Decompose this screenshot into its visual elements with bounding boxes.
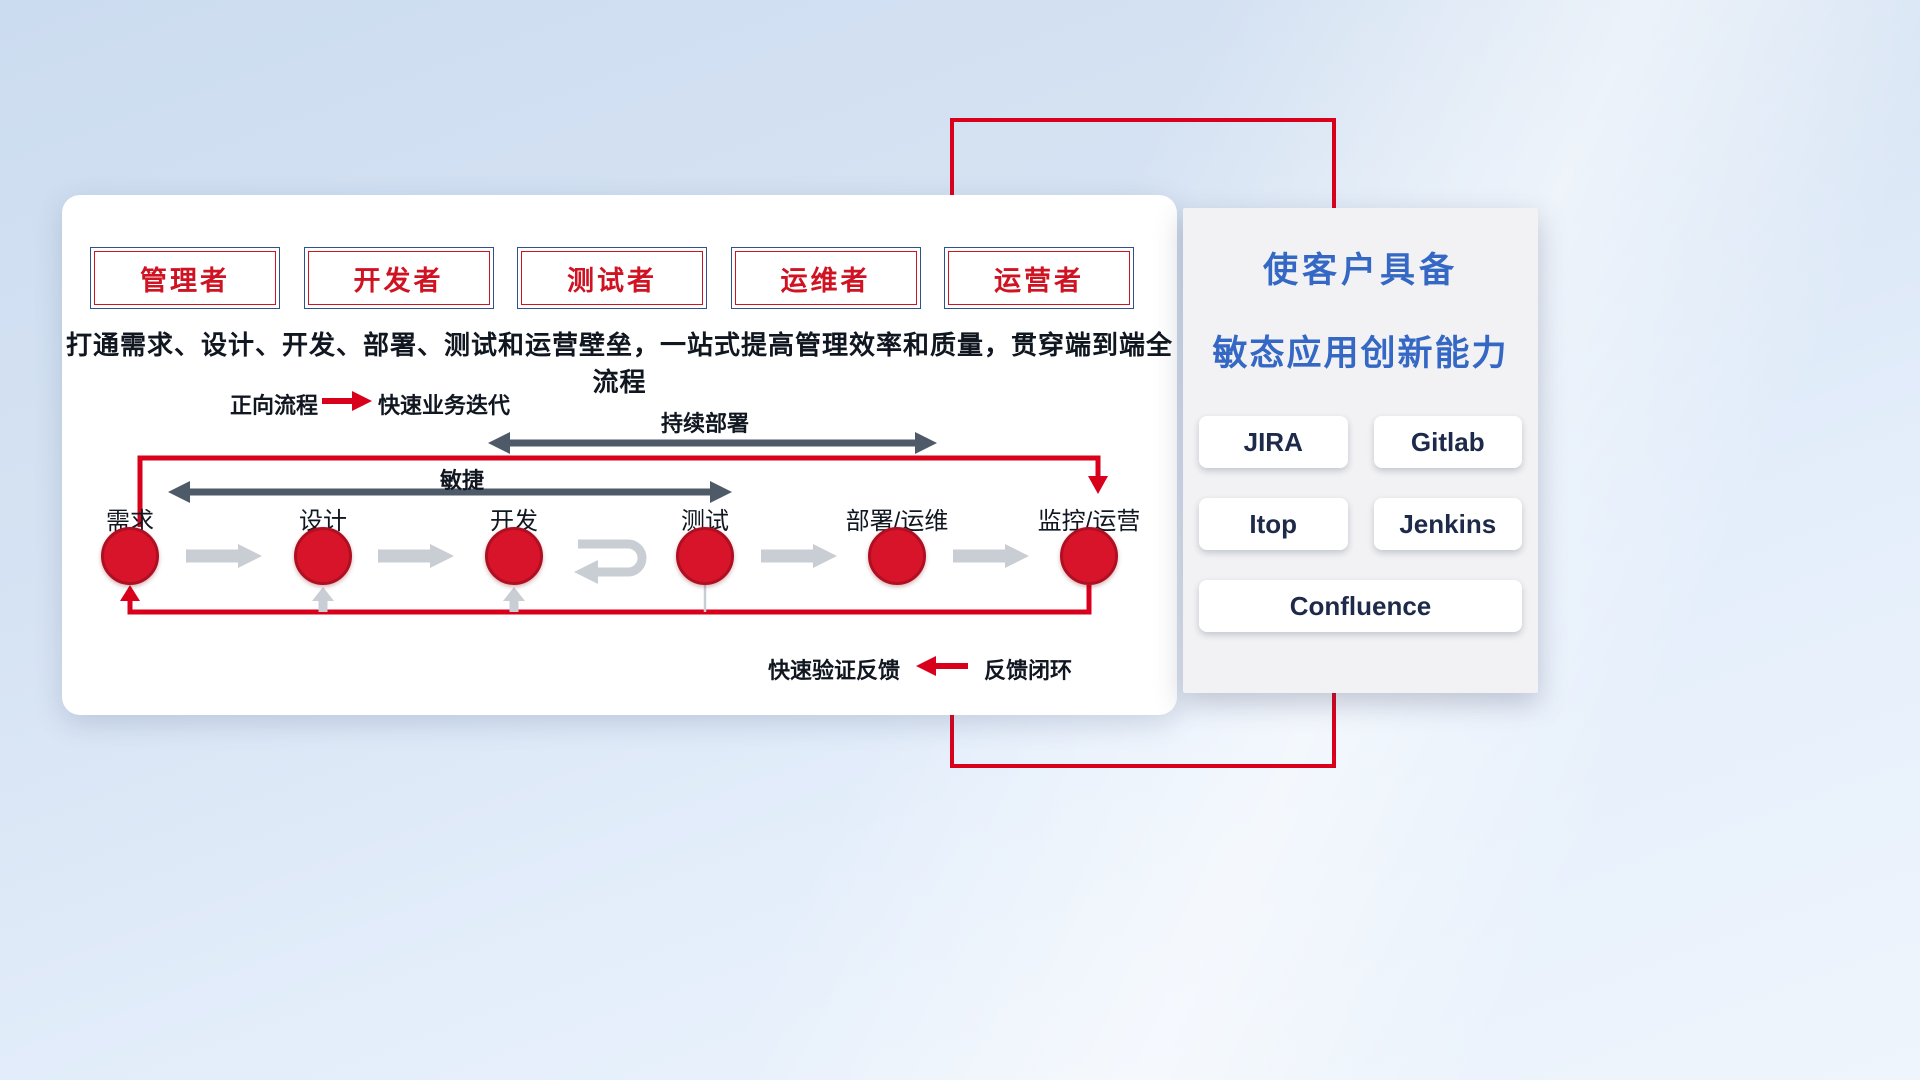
node-requirements [101,527,159,585]
tool-jenkins: Jenkins [1373,498,1522,550]
role-box-manager: 管理者 [90,247,280,309]
node-testing [676,527,734,585]
feedback-fast-label: 快速验证反馈 [768,658,901,683]
process-subtitle: 打通需求、设计、开发、部署、测试和运营壁垒，一站式提高管理效率和质量，贯穿端到端… [65,330,1173,397]
panel-title-line2: 敏态应用创新能力 [1212,334,1509,373]
agile-arrow [168,481,732,503]
node-development [485,527,543,585]
forward-loop-line [137,455,1108,527]
step-arrow-2 [378,544,454,568]
role-box-operator: 运营者 [944,247,1134,309]
role-box-tester: 测试者 [517,247,707,309]
step-arrow-4 [953,544,1029,568]
forward-legend-arrow [322,391,372,411]
role-box-developer: 开发者 [303,247,494,309]
role-box-inner: 开发者 [307,251,490,305]
flow-diagram-canvas [120,391,1108,676]
continuous-deployment-arrow [488,432,937,454]
agile-label: 敏捷 [439,468,485,493]
role-box-inner: 测试者 [521,251,703,305]
tools-grid: JIRA Gitlab Itop Jenkins Confluence [1199,416,1522,632]
tool-jira: JIRA [1199,416,1348,468]
tool-confluence: Confluence [1199,580,1522,632]
node-deploy-ops [868,527,926,585]
feedback-up-arrow-dev [503,587,525,612]
role-box-inner: 运维者 [734,251,917,305]
capability-panel: 使客户具备 敏态应用创新能力 JIRA Gitlab Itop Jenkins … [1183,208,1538,693]
roles-row: 管理者 开发者 测试者 运维者 运营者 [90,247,1134,309]
role-box-inner: 管理者 [94,251,276,305]
role-label: 运营者 [994,265,1084,296]
tool-gitlab: Gitlab [1373,416,1522,468]
role-label: 运维者 [780,265,871,296]
role-label: 开发者 [353,265,444,296]
panel-title-line1: 使客户具备 [1262,251,1458,290]
step-arrow-3 [761,544,837,568]
role-label: 测试者 [567,265,657,296]
feedback-up-arrow-design [312,587,334,612]
devops-process-card: 管理者 开发者 测试者 运维者 运营者 [62,195,1177,715]
forward-flow-value: 快速业务迭代 [378,393,511,418]
feedback-legend-arrow [916,656,968,676]
iterate-loop-icon [574,539,647,584]
feedback-loop-label: 反馈闭环 [984,658,1073,683]
role-label: 管理者 [140,265,230,296]
step-arrow-1 [186,544,262,568]
continuous-deployment-label: 持续部署 [660,411,750,436]
node-design [294,527,352,585]
role-box-ops: 运维者 [730,247,921,309]
node-monitor-operate [1060,527,1118,585]
tool-itop: Itop [1199,498,1348,550]
feedback-loop-line [120,585,1092,615]
role-box-inner: 运营者 [948,251,1130,305]
forward-flow-label: 正向流程 [230,393,319,418]
